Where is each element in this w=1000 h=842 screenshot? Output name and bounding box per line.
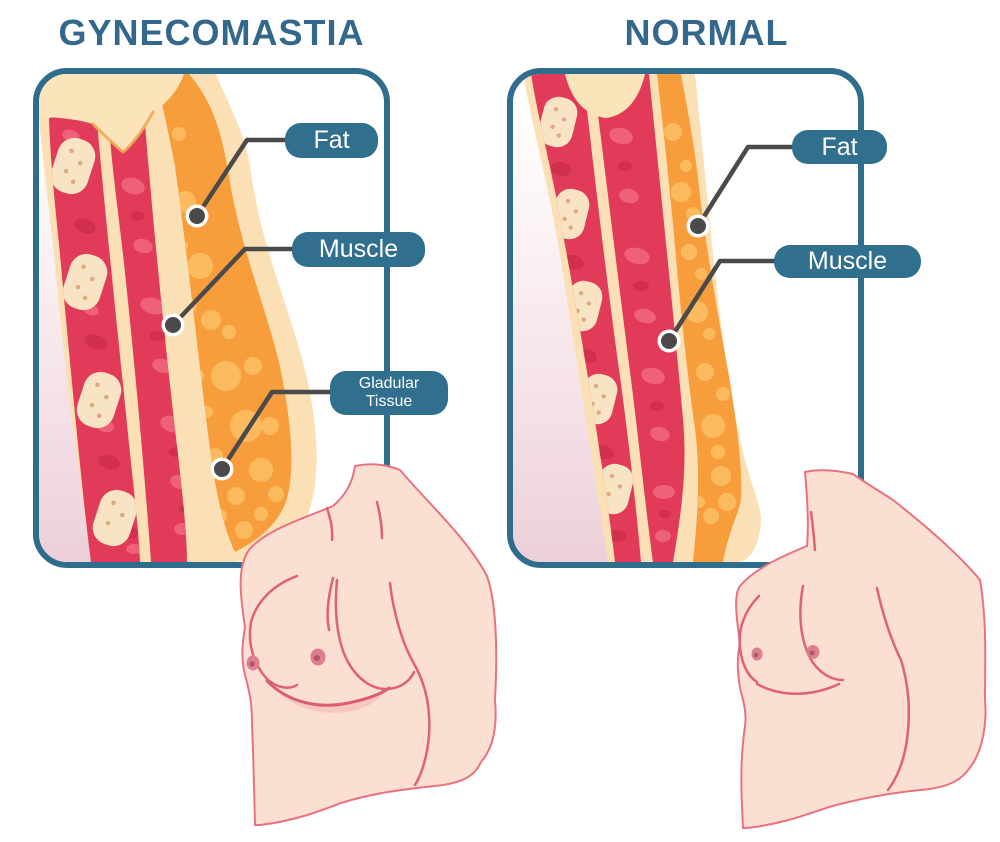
sternum-line: [326, 576, 335, 632]
gynecomastia-torso-illustration: [239, 463, 498, 826]
glandular-tissue-label-line1: Gladular: [358, 374, 420, 392]
fat-callout-left-label: Fat: [313, 126, 350, 154]
torso-silhouette: [735, 469, 987, 829]
breast-crease-shadow: [267, 681, 387, 713]
breast-crease-line: [265, 679, 391, 707]
fat-callout-right-label: Fat: [821, 132, 858, 161]
muscle-callout-left-label: Muscle: [318, 235, 399, 263]
left-pec-contour: [738, 594, 761, 684]
skin-top-layer: [39, 74, 184, 152]
right-nipple: [310, 648, 326, 666]
muscle-callout-left: Muscle: [292, 232, 425, 267]
rib-bones: [50, 137, 138, 547]
neck-line-right: [375, 500, 384, 540]
arm-line: [875, 586, 910, 792]
fat-callout-right: Fat: [792, 130, 887, 164]
muscle-inner-texture: [609, 127, 675, 542]
arm-line: [388, 581, 431, 787]
fat-callout-left: Fat: [285, 123, 378, 158]
muscle-callout-right-label: Muscle: [807, 247, 888, 275]
normal-title: NORMAL: [624, 12, 789, 53]
left-nipple: [751, 647, 763, 661]
normal-torso-illustration: [735, 469, 987, 829]
skin-top-layer: [565, 74, 645, 118]
skin-fold-edge: [91, 110, 155, 154]
torso-silhouette: [239, 463, 498, 826]
glandular-tissue-callout: Gladular Tissue: [330, 371, 448, 415]
pec-crease-line: [755, 682, 841, 695]
muscle-outer-texture: [50, 129, 140, 554]
muscle-inner-layer: [109, 119, 187, 562]
glandular-tissue-label-line2: Tissue: [365, 393, 413, 410]
muscle-callout-right: Muscle: [774, 245, 921, 278]
neck-line-left: [809, 510, 817, 552]
right-nipple: [806, 645, 820, 659]
neck-line-left: [325, 506, 334, 542]
gynecomastia-title: GYNECOMASTIA: [58, 12, 365, 53]
chest-contour-lines: [248, 500, 431, 787]
left-nipple: [246, 655, 260, 671]
right-breast-contour: [334, 578, 416, 691]
left-breast-contour: [248, 574, 299, 689]
